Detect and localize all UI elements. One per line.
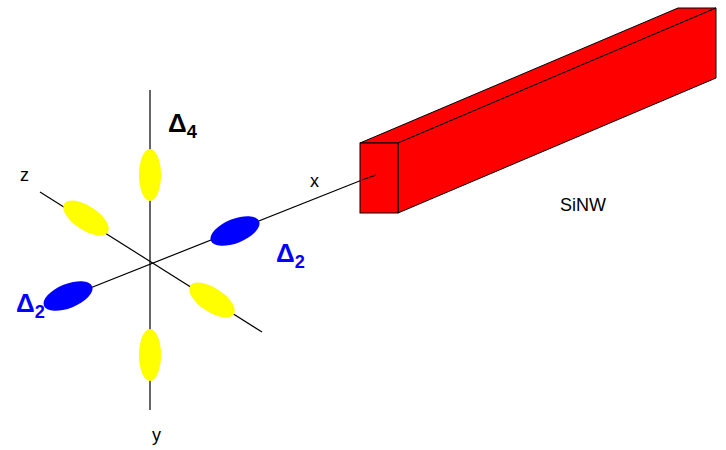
x-axis bbox=[55, 180, 362, 302]
nanowire-front bbox=[360, 143, 398, 213]
valley-label: Δ4 bbox=[168, 110, 197, 142]
axis-label: z bbox=[20, 166, 29, 184]
delta4-ellipsoid bbox=[139, 149, 161, 201]
delta4-ellipsoid bbox=[139, 329, 161, 381]
delta2-ellipsoid bbox=[39, 275, 96, 317]
axis-label: x bbox=[310, 172, 319, 190]
axis-label: y bbox=[152, 426, 161, 444]
valley-label: Δ2 bbox=[276, 240, 305, 272]
delta4-ellipsoid bbox=[184, 276, 241, 324]
wire-label: SiNW bbox=[560, 196, 606, 214]
delta2-ellipsoid bbox=[206, 210, 263, 252]
z-axis bbox=[40, 192, 262, 332]
valley-label: Δ2 bbox=[16, 290, 45, 322]
x-axis-end bbox=[362, 175, 376, 180]
delta4-ellipsoid bbox=[58, 194, 115, 242]
nanowire-side bbox=[398, 8, 716, 213]
